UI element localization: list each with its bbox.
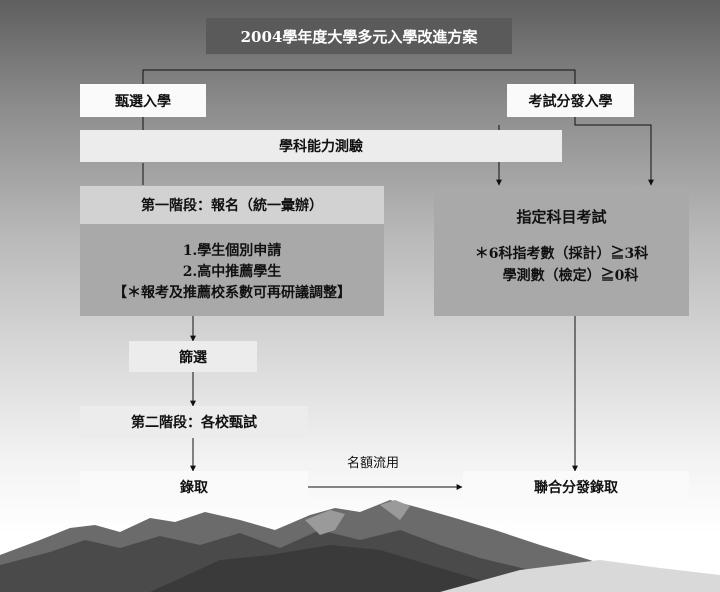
joint-admission-box: 聯合分發錄取 xyxy=(463,471,689,503)
stage1-header: 第一階段：報名（統一彙辦） xyxy=(80,186,384,224)
stage1-body: 1.學生個別申請 2.高中推薦學生 【＊報考及推薦校系數可再研議調整】 xyxy=(80,224,384,316)
exam-box: 指定科目考試 ＊6科指考數（採計）≧3科 學測數（檢定）≧0科 xyxy=(434,186,689,316)
stage2-box: 第二階段：各校甄試 xyxy=(80,406,308,438)
left-track-box: 甄選入學 xyxy=(80,84,206,117)
exam-line: 學測數（檢定）≧0科 xyxy=(502,268,639,284)
admission-box: 錄取 xyxy=(80,471,308,503)
exam-line: ＊6科指考數（採計）≧3科 xyxy=(474,246,649,262)
screening-box: 篩選 xyxy=(129,341,257,372)
exam-header: 指定科目考試 xyxy=(516,208,607,226)
stage1-line: 2.高中推薦學生 xyxy=(182,263,282,280)
right-track-box: 考試分發入學 xyxy=(507,84,634,117)
diagram-title: 2004學年度大學多元入學改進方案 xyxy=(206,18,512,54)
stage1-line: 1.學生個別申請 xyxy=(182,242,282,259)
stage1-line: 【＊報考及推薦校系數可再研議調整】 xyxy=(113,284,351,301)
subject-test-bar: 學科能力測驗 xyxy=(80,130,562,162)
quota-flow-label: 名額流用 xyxy=(347,456,400,471)
